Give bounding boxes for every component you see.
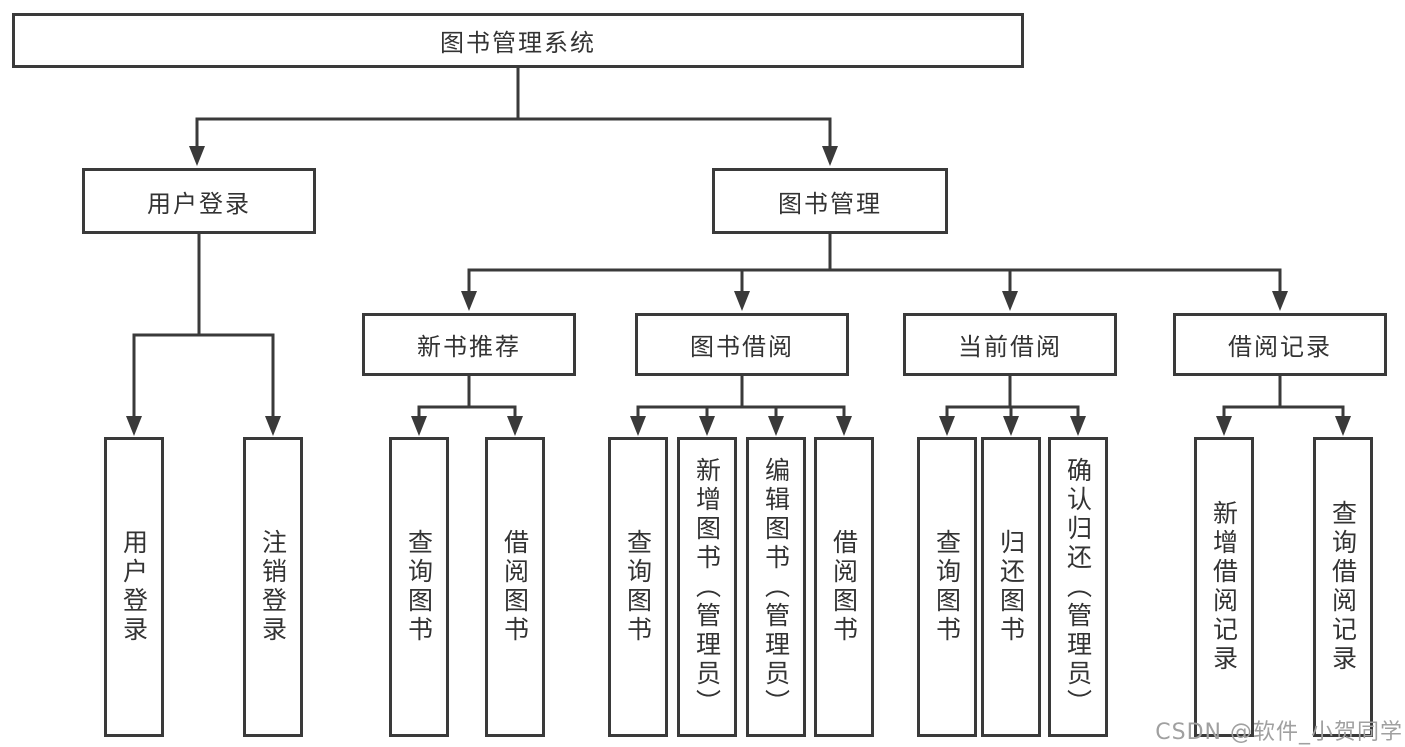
leaf-bb-query-books: 查询图书 <box>608 437 668 737</box>
leaf-br-query-record: 查询借阅记录 <box>1313 437 1373 737</box>
leaf-nb-borrow-books: 借阅图书 <box>485 437 545 737</box>
leaf-bb-borrow-books-label: 借阅图书 <box>829 529 859 645</box>
leaf-br-query-record-label: 查询借阅记录 <box>1328 500 1358 674</box>
leaf-nb-borrow-books-label: 借阅图书 <box>500 529 530 645</box>
leaf-cb-query-books: 查询图书 <box>917 437 977 737</box>
node-book-borrowing-label: 图书借阅 <box>690 333 794 361</box>
arrowheads <box>126 146 1351 436</box>
node-book-management: 图书管理 <box>712 168 948 234</box>
node-new-book-recommend: 新书推荐 <box>362 313 576 376</box>
leaf-bb-query-books-label: 查询图书 <box>623 529 653 645</box>
leaf-nb-query-books: 查询图书 <box>389 437 449 737</box>
leaf-bb-edit-books-admin: 编辑图书（管理员） <box>746 437 806 737</box>
node-book-borrowing: 图书借阅 <box>635 313 849 376</box>
node-current-borrowing-label: 当前借阅 <box>958 333 1062 361</box>
node-borrowing-records-label: 借阅记录 <box>1228 333 1332 361</box>
node-book-management-label: 图书管理 <box>778 189 882 218</box>
leaf-user-login-label: 用户登录 <box>119 529 149 645</box>
leaf-user-login: 用户登录 <box>104 437 164 737</box>
leaf-cb-confirm-return-admin-label: 确认归还（管理员） <box>1063 456 1093 718</box>
leaf-bb-add-books-admin-label: 新增图书（管理员） <box>692 456 722 718</box>
watermark: CSDN @软件_小贺同学 <box>1155 720 1403 745</box>
leaf-br-add-record-label: 新增借阅记录 <box>1209 500 1239 674</box>
leaf-bb-add-books-admin: 新增图书（管理员） <box>677 437 737 737</box>
leaf-cb-return-books: 归还图书 <box>981 437 1041 737</box>
leaf-bb-borrow-books: 借阅图书 <box>814 437 874 737</box>
leaf-bb-edit-books-admin-label: 编辑图书（管理员） <box>761 456 791 718</box>
node-user-login: 用户登录 <box>82 168 316 234</box>
node-library-system: 图书管理系统 <box>12 13 1024 68</box>
leaf-cb-query-books-label: 查询图书 <box>932 529 962 645</box>
leaf-nb-query-books-label: 查询图书 <box>404 529 434 645</box>
node-library-system-label: 图书管理系统 <box>440 29 596 57</box>
node-borrowing-records: 借阅记录 <box>1173 313 1387 376</box>
node-user-login-label: 用户登录 <box>147 189 251 218</box>
leaf-logout-label: 注销登录 <box>258 529 288 645</box>
leaf-cb-return-books-label: 归还图书 <box>996 529 1026 645</box>
leaf-logout: 注销登录 <box>243 437 303 737</box>
leaf-br-add-record: 新增借阅记录 <box>1194 437 1254 737</box>
node-current-borrowing: 当前借阅 <box>903 313 1117 376</box>
leaf-cb-confirm-return-admin: 确认归还（管理员） <box>1048 437 1108 737</box>
node-new-book-recommend-label: 新书推荐 <box>417 333 521 361</box>
